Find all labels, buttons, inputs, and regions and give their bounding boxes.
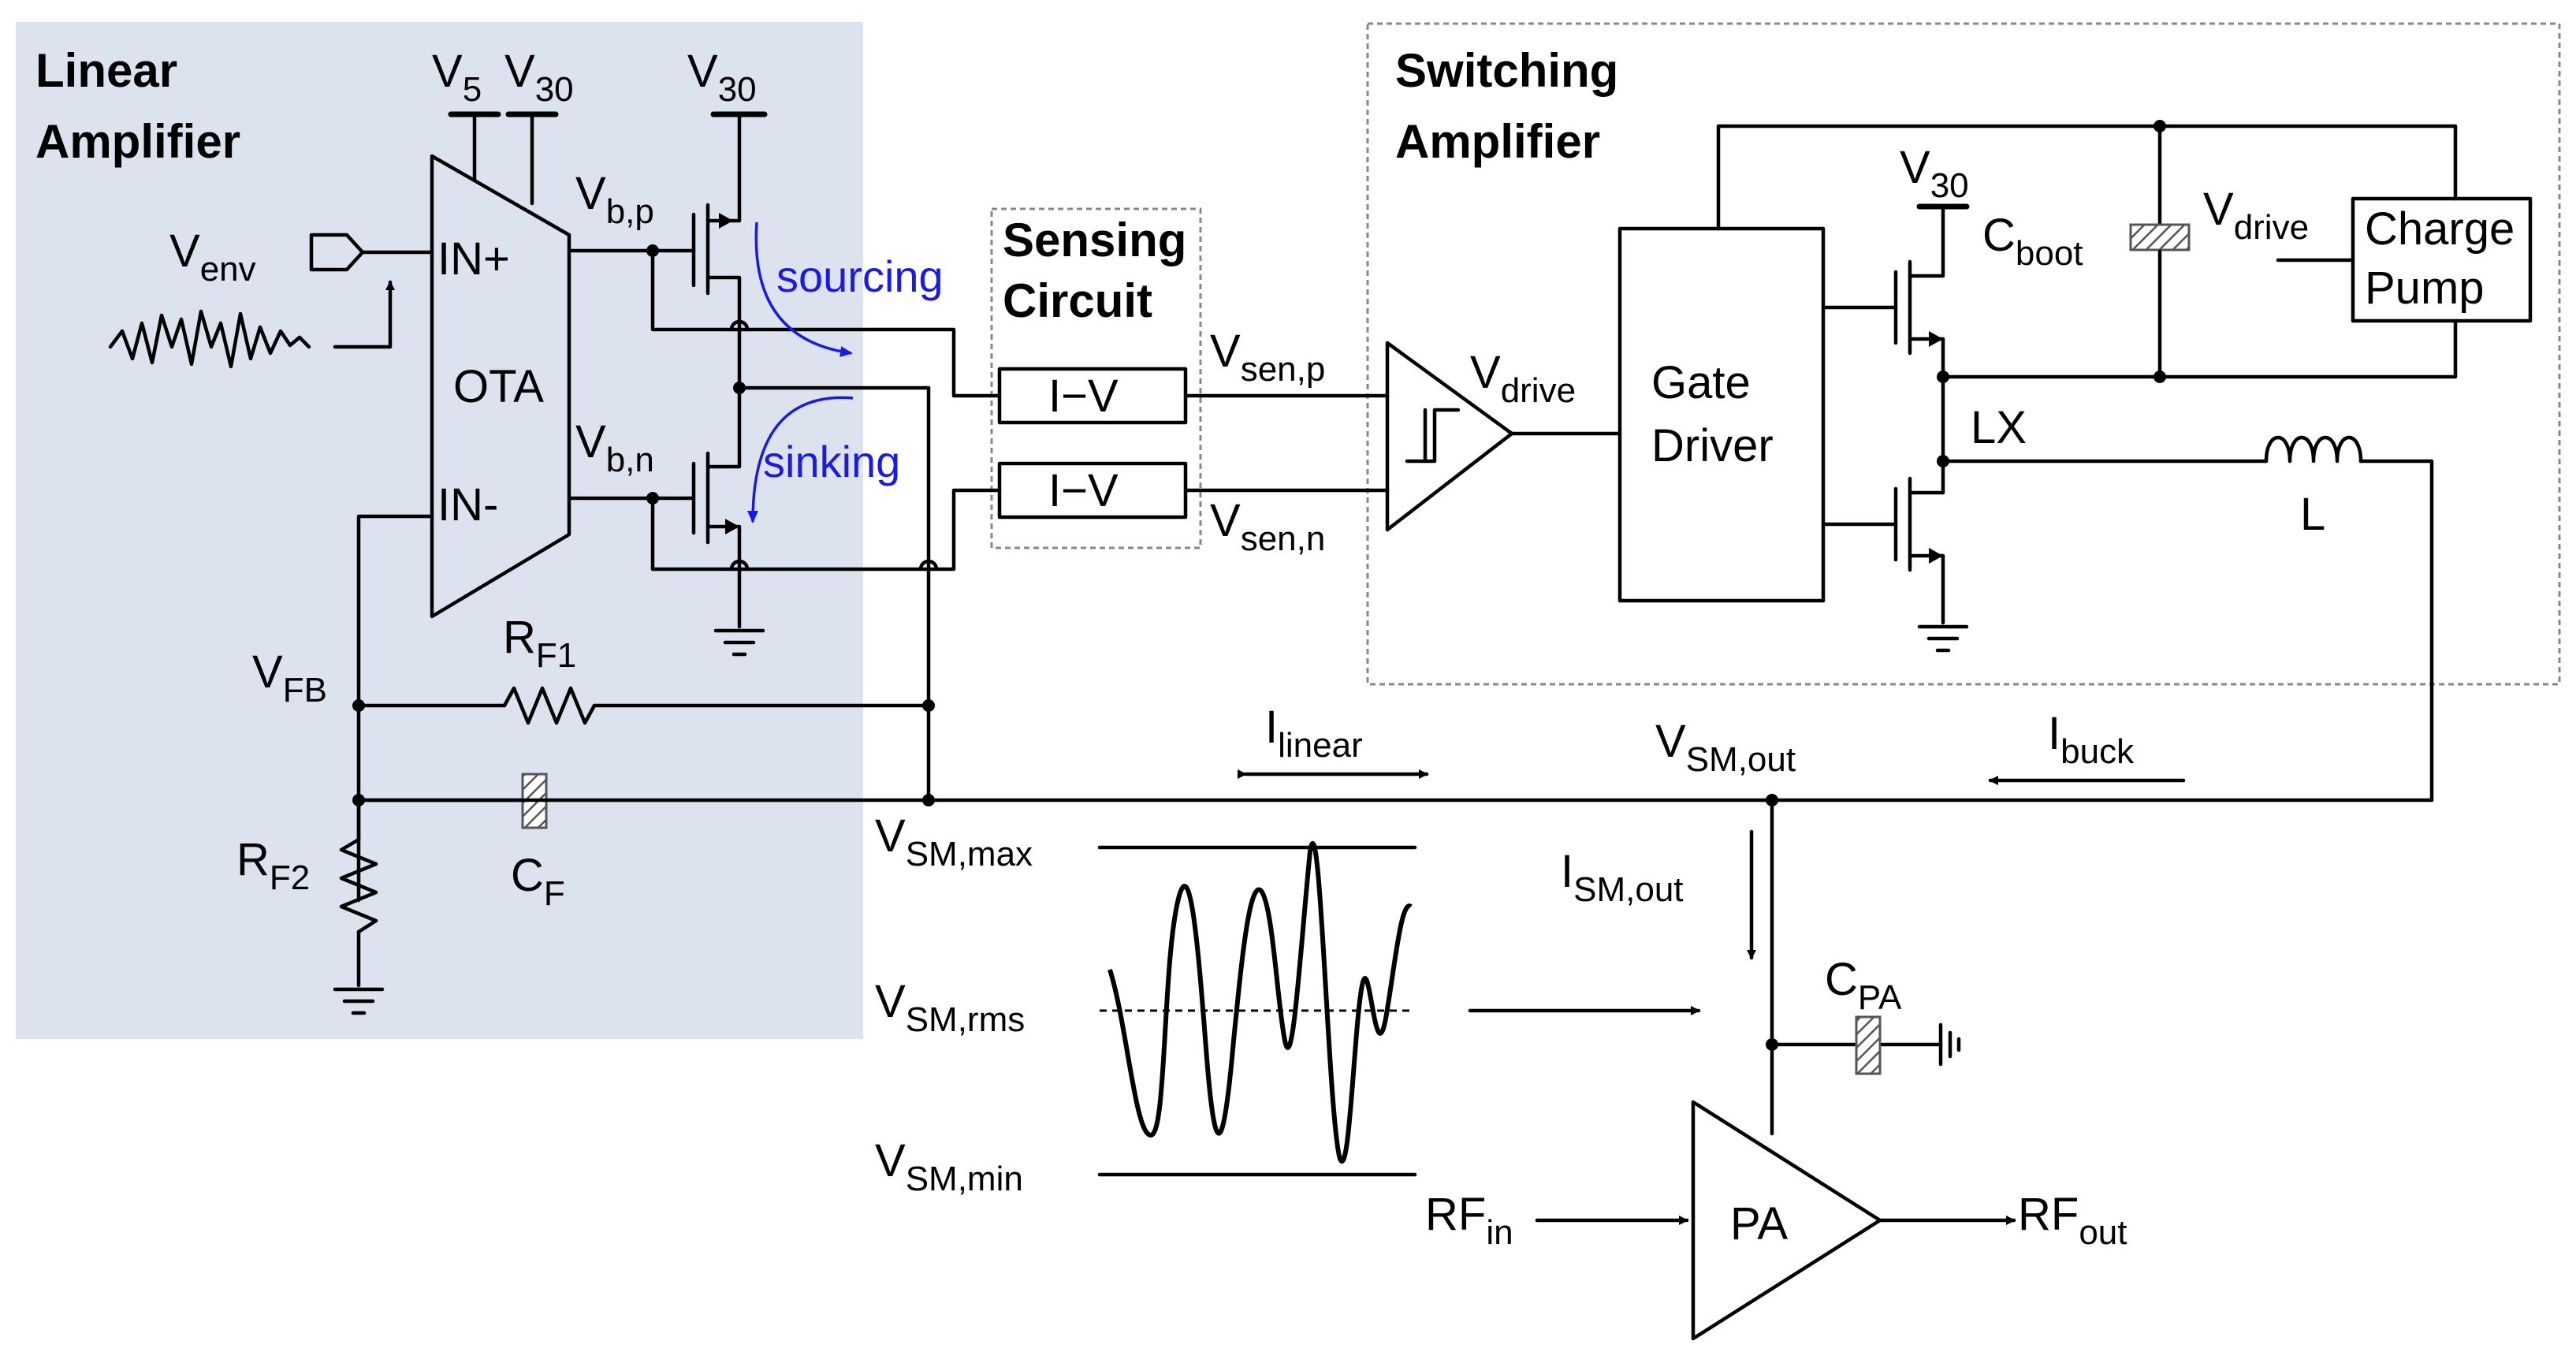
- pmos-source-wire: [705, 112, 742, 223]
- iv-label-p: I−V: [1048, 371, 1119, 422]
- junction-dot: [922, 794, 935, 806]
- junction-dot: [2153, 371, 2166, 383]
- wire-hop: [729, 319, 750, 332]
- hs-arrow: [1929, 331, 1943, 347]
- vbn-label: Vb,n: [575, 416, 654, 479]
- switching-amp-title-2: Amplifier: [1395, 115, 1600, 168]
- sourcing-arrow: [754, 222, 853, 358]
- ota-symbol: [430, 154, 571, 619]
- fb-node-wire: [356, 514, 434, 903]
- ls-drain-wire: [1908, 459, 1945, 495]
- ibuck-label: Ibuck: [2048, 708, 2135, 771]
- switching-amplifier-box: [1366, 22, 2561, 686]
- sourcing-label: sourcing: [776, 251, 944, 301]
- charge-pump-label-1: Charge: [2365, 203, 2515, 255]
- hysteresis-comparator: [1385, 341, 1514, 532]
- junction-dot: [1937, 371, 1949, 383]
- wire-hop: [729, 559, 750, 572]
- rf1-label: RF1: [503, 612, 576, 675]
- cf-label: CF: [511, 850, 565, 913]
- vsmrms-label: VSM,rms: [875, 976, 1025, 1039]
- iv-label-n: I−V: [1048, 465, 1119, 516]
- venv-label: Venv: [169, 225, 256, 289]
- gate-driver-label-1: Gate: [1651, 357, 1751, 408]
- nmos-drain-wire: [705, 385, 742, 469]
- venv-waveform: [108, 309, 311, 369]
- vsmmin-label: VSM,min: [875, 1135, 1023, 1198]
- sensing-circuit-box: [990, 207, 1202, 549]
- v30-label-ota: V30: [504, 46, 574, 109]
- rfout-label: RFout: [2018, 1189, 2127, 1252]
- vsenp-label: Vsen,p: [1210, 326, 1325, 389]
- v5-label: V5: [432, 46, 482, 109]
- vdrive-label-cmp: Vdrive: [1470, 347, 1576, 410]
- hs-source-wire: [1908, 337, 1945, 464]
- hysteresis-icon: [1405, 408, 1461, 464]
- sensing-title-2: Circuit: [1003, 274, 1152, 327]
- venv-connector: [309, 233, 365, 272]
- inductor-out-wire: [2358, 459, 2434, 803]
- wire-hop: [918, 559, 939, 572]
- sinking-arrow: [747, 396, 854, 523]
- v30-label-hs: V30: [1900, 142, 1969, 205]
- rfin-label: RFin: [1425, 1189, 1513, 1252]
- vdrive-label-cp: Vdrive: [2203, 184, 2309, 247]
- junction-dot: [352, 699, 365, 712]
- vfb-label: VFB: [252, 646, 327, 709]
- linear-amplifier-region: [16, 22, 863, 1039]
- vsmout-label: VSM,out: [1655, 716, 1796, 779]
- lx-boot-wire: [1941, 318, 2458, 379]
- sense-n-wire: [650, 488, 1002, 572]
- vsenn-label: Vsen,n: [1210, 495, 1325, 558]
- nmos-arrow: [725, 519, 739, 534]
- inductor-l: [2264, 435, 2363, 464]
- lx-label: LX: [1971, 402, 2027, 453]
- sinking-label: sinking: [763, 437, 900, 486]
- ground-icon-cpa: [1938, 1022, 1961, 1067]
- ismout-label: ISM,out: [1561, 846, 1684, 909]
- in-plus-pin: IN+: [437, 233, 510, 285]
- switching-amp-title-1: Switching: [1395, 44, 1618, 97]
- power-amplifier: [1691, 1100, 1882, 1341]
- boot-rail-wire: [1716, 124, 2458, 231]
- pmos-drain-wire: [705, 275, 742, 390]
- in-minus-pin: IN-: [437, 479, 498, 531]
- hs-drain-wire: [1908, 204, 1945, 278]
- v30-label-pmos: V30: [687, 46, 757, 109]
- cpa-capacitor: [1855, 1015, 1882, 1075]
- ls-source-wire: [1908, 553, 1945, 625]
- linear-amp-title-1: Linear: [35, 44, 177, 97]
- vbp-label: Vb,p: [575, 168, 654, 231]
- ilinear-label: Ilinear: [1265, 702, 1363, 765]
- vsmmax-label: VSM,max: [875, 810, 1033, 873]
- gate-driver-label-2: Driver: [1651, 420, 1774, 471]
- ground-icon-ls: [1917, 624, 1969, 653]
- venv-arrow: [333, 280, 395, 349]
- pa-label: PA: [1730, 1198, 1788, 1249]
- rf2-label: RF2: [236, 834, 310, 897]
- inductor-label: L: [2300, 489, 2325, 540]
- rf1-resistor: [502, 686, 597, 725]
- cboot-capacitor: [2129, 223, 2191, 251]
- gate-driver-block: [1617, 226, 1826, 603]
- linear-amp-title-2: Amplifier: [35, 115, 240, 168]
- ls-arrow: [1929, 548, 1943, 564]
- sensing-title-1: Sensing: [1003, 214, 1186, 266]
- pmos-arrow: [719, 213, 733, 229]
- vsm-waveform: [1107, 840, 1413, 1164]
- sense-p-wire: [650, 248, 1002, 398]
- ota-label: OTA: [453, 361, 544, 412]
- ground-icon-rf2: [333, 987, 385, 1015]
- rf2-resistor: [339, 837, 378, 934]
- ground-icon-nmos: [713, 628, 765, 657]
- cpa-label: CPA: [1825, 954, 1902, 1017]
- cboot-label: Cboot: [1982, 210, 2083, 273]
- charge-pump-label-2: Pump: [2365, 263, 2485, 314]
